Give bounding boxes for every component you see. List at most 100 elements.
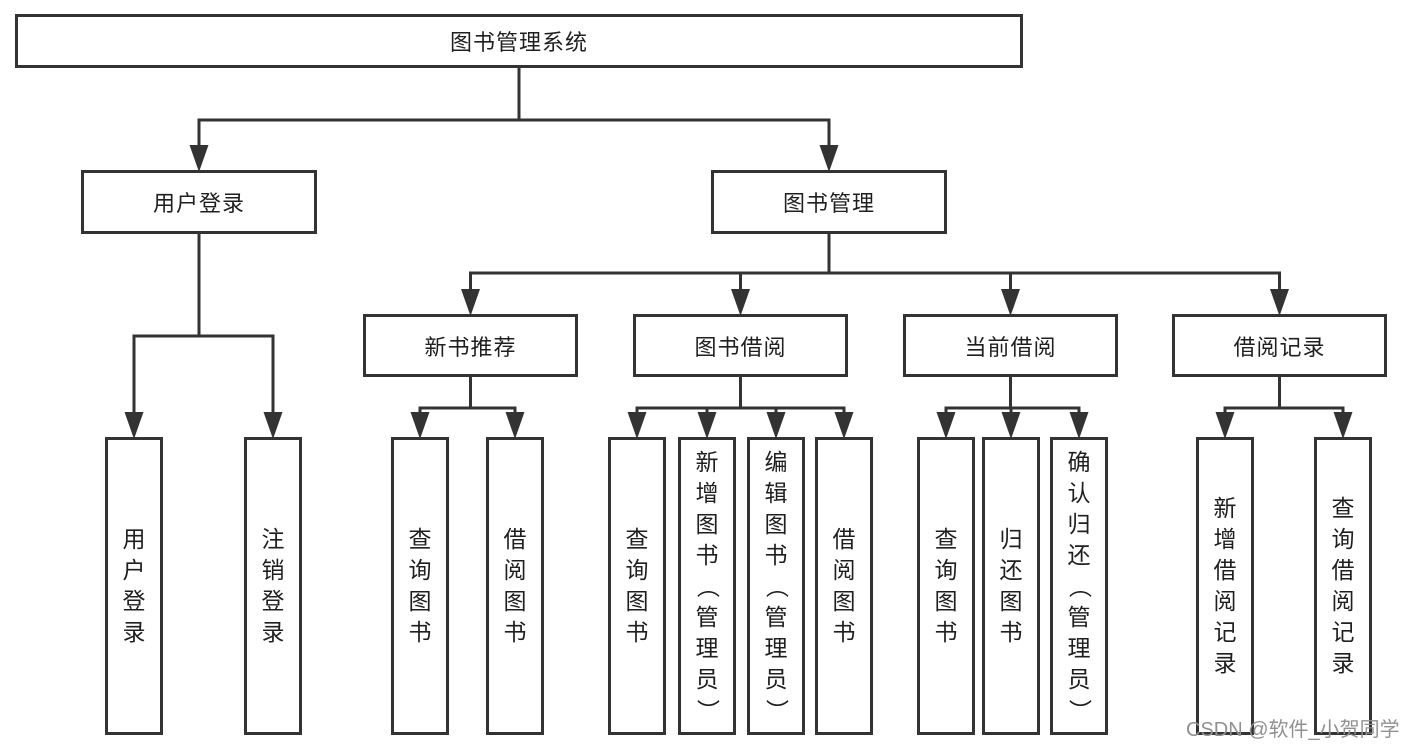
vertical-char: 增 xyxy=(695,479,719,506)
vertical-char: 用 xyxy=(122,526,146,552)
vertical-char: 录 xyxy=(1331,650,1355,676)
node-label-leaf-nb-borrow: 借阅图书 xyxy=(504,440,527,732)
node-leaf-bb-add: 新增图书（管理员） xyxy=(678,437,736,735)
arrowhead-down xyxy=(124,412,144,439)
node-label-leaf-br-add: 新增借阅记录 xyxy=(1214,440,1237,732)
node-label-record: 借阅记录 xyxy=(1233,334,1326,360)
node-leaf-bb-borrow: 借阅图书 xyxy=(815,437,873,735)
arrowhead-down xyxy=(1333,412,1353,439)
vertical-char: 注 xyxy=(261,526,285,552)
node-label-leaf-cb-confirm: 确认归还（管理员） xyxy=(1067,440,1093,732)
node-label-root: 图书管理系统 xyxy=(449,30,588,55)
vertical-char: （ xyxy=(694,574,721,598)
vertical-char: 管 xyxy=(764,603,788,630)
vertical-char: 图 xyxy=(503,588,527,614)
arrowhead-down xyxy=(1270,289,1289,316)
vertical-char: 员 xyxy=(695,665,719,692)
arrowhead-down xyxy=(627,412,647,439)
vertical-char: （ xyxy=(763,574,790,598)
vertical-char: 图 xyxy=(832,588,856,614)
node-borrow: 图书借阅 xyxy=(633,314,848,377)
node-label-leaf-logout: 注销登录 xyxy=(262,440,285,732)
vertical-char: 认 xyxy=(1067,479,1091,506)
node-label-leaf-bb-query: 查询图书 xyxy=(626,440,649,732)
node-leaf-logout: 注销登录 xyxy=(244,437,302,735)
arrowhead-down xyxy=(1001,289,1020,316)
vertical-char: 销 xyxy=(261,557,285,583)
node-leaf-br-query: 查询借阅记录 xyxy=(1314,437,1372,735)
vertical-char: 还 xyxy=(999,557,1023,583)
node-leaf-cb-confirm: 确认归还（管理员） xyxy=(1050,437,1108,735)
vertical-char: ） xyxy=(1066,698,1093,722)
arrowhead-down xyxy=(410,412,430,439)
vertical-char: 询 xyxy=(1331,526,1355,552)
vertical-char: 借 xyxy=(1213,557,1237,583)
vertical-char: 员 xyxy=(764,665,788,692)
vertical-char: 询 xyxy=(934,557,958,583)
vertical-char: 录 xyxy=(261,619,285,645)
vertical-char: 书 xyxy=(934,619,958,645)
watermark: CSDN @软件_小贺同学 xyxy=(1186,719,1400,741)
node-label-leaf-user-login: 用户登录 xyxy=(123,440,146,732)
vertical-char: 登 xyxy=(261,588,285,614)
arrowhead-down xyxy=(505,412,525,439)
vertical-char: 书 xyxy=(832,619,856,645)
vertical-char: 归 xyxy=(1067,510,1091,537)
arrowhead-down xyxy=(1215,412,1235,439)
node-label-leaf-cb-return: 归还图书 xyxy=(1000,440,1023,732)
vertical-char: 书 xyxy=(695,541,719,568)
arrowhead-down xyxy=(697,412,717,439)
vertical-char: 查 xyxy=(1331,495,1355,521)
vertical-char: 员 xyxy=(1067,665,1091,692)
node-label-login: 用户登录 xyxy=(152,191,245,216)
vertical-char: 阅 xyxy=(832,557,856,583)
vertical-char: 书 xyxy=(625,619,649,645)
vertical-char: 图 xyxy=(695,510,719,537)
vertical-char: 查 xyxy=(625,526,649,552)
vertical-char: 增 xyxy=(1213,526,1237,552)
node-leaf-br-add: 新增借阅记录 xyxy=(1196,437,1254,735)
arrowhead-down xyxy=(834,412,854,439)
node-label-borrow: 图书借阅 xyxy=(694,334,787,360)
node-leaf-bb-edit: 编辑图书（管理员） xyxy=(747,437,805,735)
vertical-char: 借 xyxy=(1331,557,1355,583)
vertical-char: 还 xyxy=(1067,541,1091,568)
vertical-char: 图 xyxy=(934,588,958,614)
arrowhead-down xyxy=(263,412,283,439)
vertical-char: 书 xyxy=(764,541,788,568)
vertical-char: 书 xyxy=(999,619,1023,645)
node-login: 用户登录 xyxy=(81,170,317,234)
node-mgmt: 图书管理 xyxy=(711,170,947,234)
node-record: 借阅记录 xyxy=(1172,314,1387,377)
node-leaf-bb-query: 查询图书 xyxy=(608,437,666,735)
node-newbook: 新书推荐 xyxy=(363,314,578,377)
vertical-char: 登 xyxy=(122,588,146,614)
vertical-char: 新 xyxy=(695,448,719,475)
arrowhead-down xyxy=(1001,412,1021,439)
node-leaf-user-login: 用户登录 xyxy=(105,437,163,735)
vertical-char: 查 xyxy=(934,526,958,552)
vertical-char: 管 xyxy=(695,603,719,630)
arrowhead-down xyxy=(936,412,956,439)
vertical-char: 理 xyxy=(1067,634,1091,661)
vertical-char: 理 xyxy=(695,634,719,661)
arrowhead-down xyxy=(461,289,480,316)
vertical-char: 记 xyxy=(1213,619,1237,645)
node-label-leaf-nb-query: 查询图书 xyxy=(409,440,432,732)
arrowhead-down xyxy=(819,145,839,172)
vertical-char: 管 xyxy=(1067,603,1091,630)
node-label-leaf-bb-borrow: 借阅图书 xyxy=(833,440,856,732)
vertical-char: 借 xyxy=(503,526,527,552)
vertical-char: 询 xyxy=(625,557,649,583)
vertical-char: 询 xyxy=(408,557,432,583)
vertical-char: 阅 xyxy=(1331,588,1355,614)
arrowhead-down xyxy=(731,289,750,316)
node-leaf-nb-query: 查询图书 xyxy=(391,437,449,735)
vertical-char: （ xyxy=(1066,574,1093,598)
node-leaf-cb-query: 查询图书 xyxy=(917,437,975,735)
vertical-char: 记 xyxy=(1331,619,1355,645)
node-label-leaf-bb-edit: 编辑图书（管理员） xyxy=(764,440,790,732)
vertical-char: 阅 xyxy=(1213,588,1237,614)
